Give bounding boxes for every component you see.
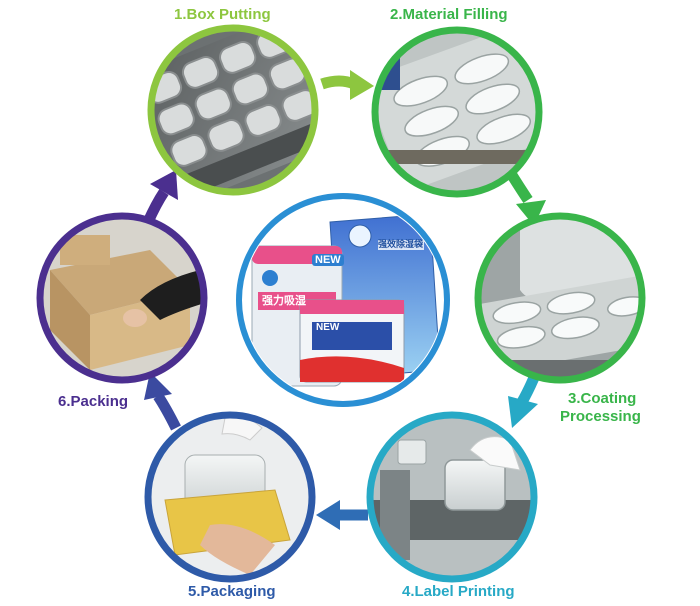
bag-label: 强效除湿袋 bbox=[378, 239, 424, 249]
arrow-4-to-5 bbox=[316, 500, 368, 530]
photo-packing bbox=[36, 212, 208, 384]
step-label-label-printing: 4.Label Printing bbox=[402, 583, 515, 600]
step-label-material-filling: 2.Material Filling bbox=[390, 6, 508, 23]
photo-material-filling bbox=[371, 26, 543, 198]
jar-label: 强力吸湿 bbox=[262, 295, 306, 307]
jar-badge: NEW bbox=[312, 254, 344, 266]
step-label-packaging: 5.Packaging bbox=[188, 583, 276, 600]
photo-packaging bbox=[144, 411, 316, 583]
photo-label-printing bbox=[366, 411, 538, 583]
arrow-6-to-1 bbox=[142, 170, 178, 225]
step-label-coating-line2: Processing bbox=[560, 408, 641, 425]
photo-coating-processing bbox=[474, 212, 646, 384]
step-label-box-putting: 1.Box Putting bbox=[174, 6, 271, 23]
step-label-coating-line1: 3.Coating bbox=[568, 390, 637, 407]
arrow-1-to-2 bbox=[320, 70, 374, 100]
box-badge: NEW bbox=[316, 322, 340, 333]
step-label-packing: 6.Packing bbox=[58, 393, 129, 410]
arrow-5-to-6 bbox=[144, 372, 181, 431]
center-product-image bbox=[236, 193, 450, 407]
photo-box-putting bbox=[147, 24, 319, 196]
